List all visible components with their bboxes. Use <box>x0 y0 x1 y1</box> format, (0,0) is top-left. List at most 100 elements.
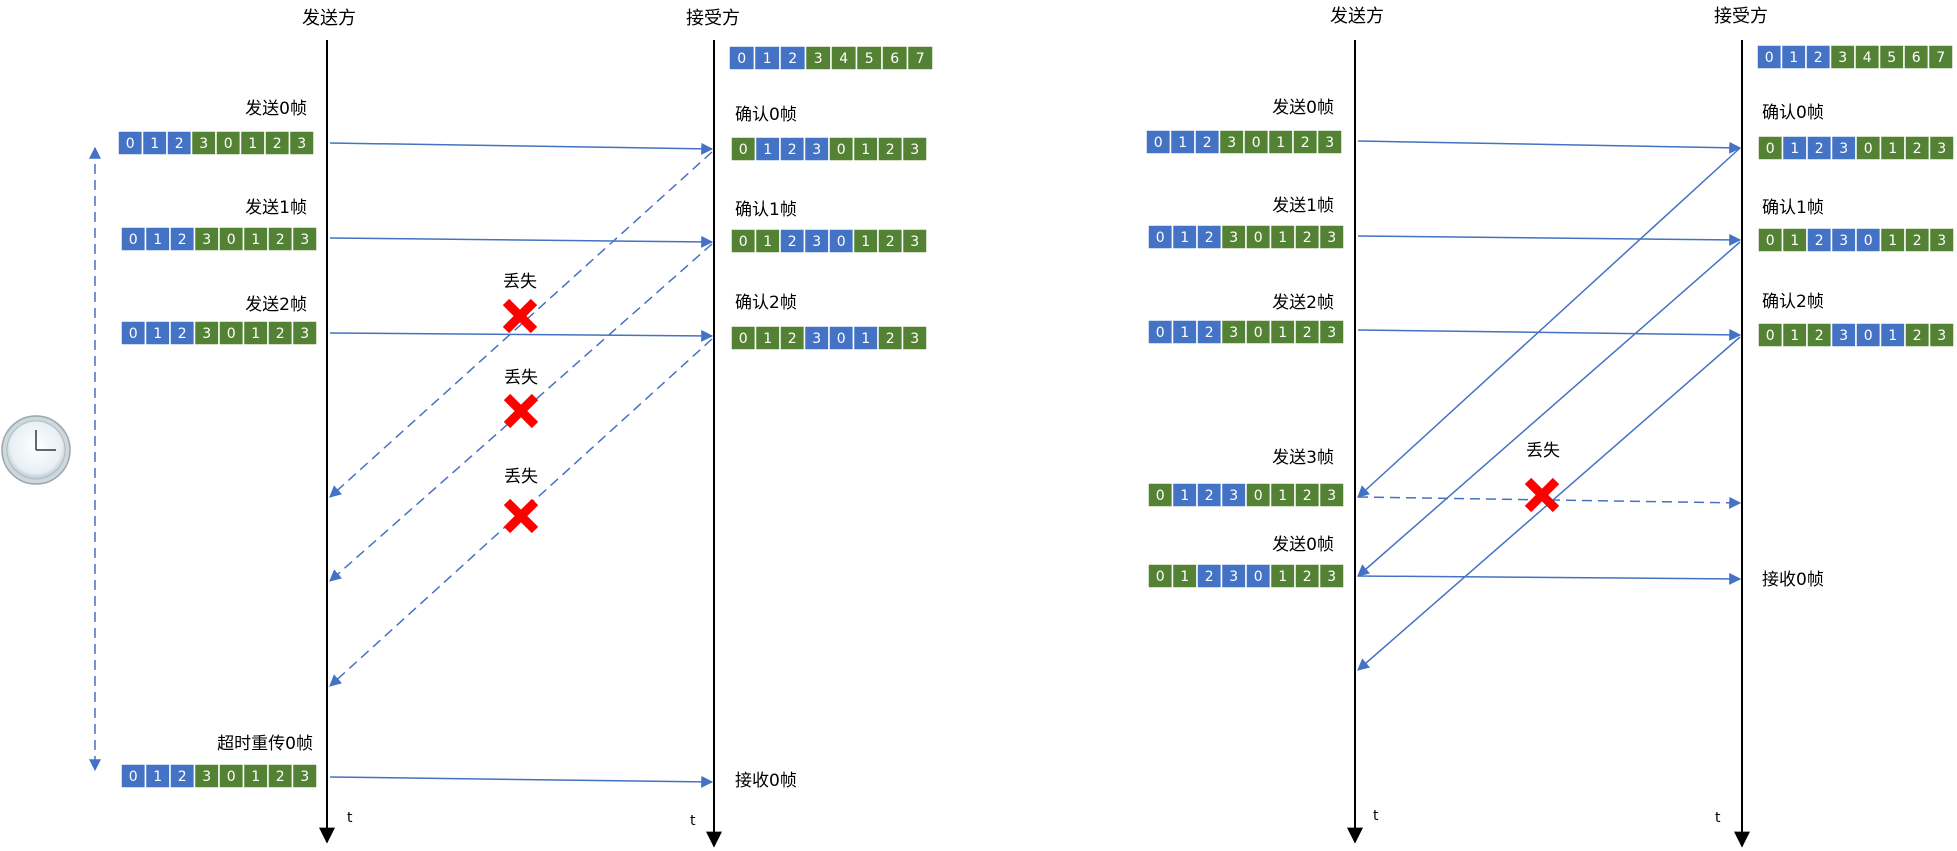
right-sender-frame-2-cell-label-1: 1 <box>1180 325 1189 341</box>
left-sender-frame-0-cell-label-2: 2 <box>175 136 184 152</box>
left-sender-frame-0-cell-label-0: 0 <box>126 136 135 152</box>
right-sender-frame-2-cell-7 <box>1318 319 1345 345</box>
right-sender-frame-0-cell-1 <box>1169 129 1196 155</box>
right-receiver-frame-2-cell-label-5: 1 <box>1888 328 1897 344</box>
right-data-arrow-0 <box>1357 140 1742 154</box>
left-receiver-frame-2-cell-6 <box>877 325 904 351</box>
left-sender-frame-0-cell-3 <box>190 130 217 156</box>
right-receiver-frame-0-cell-label-5: 1 <box>1888 141 1897 157</box>
right-sender-frame-1-cell-7 <box>1318 224 1345 250</box>
left-receiver-window-cell-7 <box>906 45 934 71</box>
left-receiver-frame-2-cell-2 <box>779 325 806 351</box>
left-sender-frame-0-cell-label-4: 0 <box>224 136 233 152</box>
left-sender-frame-2-cell-6 <box>267 320 294 346</box>
left-receiver-frame-0-cell-label-4: 0 <box>837 142 846 158</box>
left-receiver-frame-0-cell-3 <box>803 136 830 162</box>
left-sender-frame-1-cell-6 <box>267 226 294 252</box>
right-receiver-frame-0-cell-label-7: 3 <box>1937 141 1946 157</box>
right-receiver-frame-2-cell-label-3: 3 <box>1839 328 1848 344</box>
right-receiver-frame-0-cell-5 <box>1879 135 1906 161</box>
left-sender-title: 发送方 <box>302 8 356 29</box>
right-receiver-frame-1-cell-0 <box>1757 227 1784 253</box>
left-sender-frame-0-cell-2 <box>166 130 193 156</box>
left-sender-frame-1-cell-label-2: 2 <box>178 232 187 248</box>
right-receiver-window-cell-3 <box>1829 44 1856 70</box>
right-data-arrow-4 <box>1357 572 1742 585</box>
left-loss-label-0: 丢失 <box>503 272 537 292</box>
left-sender-frame-0-cell-label-5: 1 <box>248 136 257 152</box>
right-sender-frame-2-cell-1 <box>1171 319 1198 345</box>
right-receiver-window-cell-label-6: 6 <box>1912 50 1921 66</box>
right-sender-frame-4-cell-label-4: 0 <box>1254 569 1263 585</box>
right-receiver-frame-0-cell-label-3: 3 <box>1839 141 1848 157</box>
right-sender-frame-1-cell-label-1: 1 <box>1180 230 1189 246</box>
left-sender-frame-1-cell-label-7: 3 <box>300 232 309 248</box>
left-receiver-frame-0-cell-label-3: 3 <box>812 142 821 158</box>
right-sender-frame-3-cell-label-5: 1 <box>1278 488 1287 504</box>
right-sender-frame-4-cell-label-3: 3 <box>1229 569 1238 585</box>
right-receiver-frame-1-cell-label-2: 2 <box>1815 233 1824 249</box>
left-data-arrow-0 <box>329 142 714 155</box>
right-receiver-window-cell-label-0: 0 <box>1765 50 1774 66</box>
right-receiver-window-cell-label-1: 1 <box>1789 50 1798 66</box>
left-sender-frame-1-cell-5 <box>242 226 269 252</box>
left-ack-arrow-0 <box>329 151 713 498</box>
left-sender-frame-0-cell-5 <box>239 130 266 156</box>
right-receiver-frame-1-cell-1 <box>1781 227 1808 253</box>
left-receiver-frame-2-cell-label-6: 2 <box>886 331 895 347</box>
right-sender-frame-2-cell-label-0: 0 <box>1156 325 1165 341</box>
right-sender-frame-1-cell-1 <box>1171 224 1198 250</box>
left-sender-frame-2-cell-7 <box>291 320 318 346</box>
right-sender-frame-4-cell-3 <box>1220 563 1247 589</box>
left-receiver-frame-2-cell-1 <box>754 325 781 351</box>
right-receiver-frame-1-cell-label-1: 1 <box>1790 233 1799 249</box>
left-sender-frame-2-cell-label-6: 2 <box>276 326 285 342</box>
right-receiver-frame-2-cell-4 <box>1855 322 1882 348</box>
right-sender-frame-1-cell-5 <box>1269 224 1296 250</box>
right-receiver-frame-2-cell-7 <box>1928 322 1955 348</box>
left-sender-label-0: 发送0帧 <box>245 99 307 119</box>
left-sender-frame-0-cell-0 <box>117 130 144 156</box>
left-sender-frame-0-cell-label-1: 1 <box>150 136 159 152</box>
left-receiver-frame-1-cell-3 <box>803 228 830 254</box>
right-receiver-frame-2-cell-label-4: 0 <box>1864 328 1873 344</box>
left-sender-frame-2-cell-label-0: 0 <box>129 326 138 342</box>
left-ack-arrow-1 <box>329 243 713 582</box>
left-receiver-frame-0-cell-4 <box>828 136 855 162</box>
right-sender-frame-4-cell-label-0: 0 <box>1156 569 1165 585</box>
right-sender-frame-2-cell-label-2: 2 <box>1205 325 1214 341</box>
right-receiver-frame-0-cell-label-4: 0 <box>1864 141 1873 157</box>
left-receiver-frame-1-cell-label-6: 2 <box>886 234 895 250</box>
right-sender-frame-2-cell-label-5: 1 <box>1278 325 1287 341</box>
right-ack-arrow-1 <box>1357 241 1741 577</box>
right-receiver-frame-1-cell-2 <box>1806 227 1833 253</box>
right-receiver-window-cell-2 <box>1805 44 1832 70</box>
left-receiver-frame-0-cell-7 <box>901 136 928 162</box>
left-receiver-frame-2-cell-4 <box>828 325 855 351</box>
right-receiver-window-cell-label-2: 2 <box>1814 50 1823 66</box>
right-receiver-window-cell-4 <box>1854 44 1881 70</box>
right-sender-frame-0-cell-2 <box>1194 129 1221 155</box>
right-receiver-label-1: 确认1帧 <box>1762 198 1824 218</box>
left-receiver-frame-2-cell-label-7: 3 <box>910 331 919 347</box>
left-loss-cross-1 <box>503 393 539 429</box>
right-sender-frame-2-cell-6 <box>1294 319 1321 345</box>
left-receiver-frame-2-cell-label-5: 1 <box>861 331 870 347</box>
right-receiver-frame-2-cell-label-6: 2 <box>1913 328 1922 344</box>
right-sender-frame-1-cell-label-2: 2 <box>1205 230 1214 246</box>
left-receiver-frame-0-cell-label-1: 1 <box>763 142 772 158</box>
right-receiver-frame-2-cell-label-7: 3 <box>1937 328 1946 344</box>
right-receiver-frame-1-cell-7 <box>1928 227 1955 253</box>
clock-icon <box>1 415 71 485</box>
left-sender-frame-2-cell-1 <box>144 320 171 346</box>
right-sender-frame-1-cell-label-5: 1 <box>1278 230 1287 246</box>
right-receiver-frame-0-cell-4 <box>1855 135 1882 161</box>
left-receiver-frame-2-cell-0 <box>730 325 757 351</box>
